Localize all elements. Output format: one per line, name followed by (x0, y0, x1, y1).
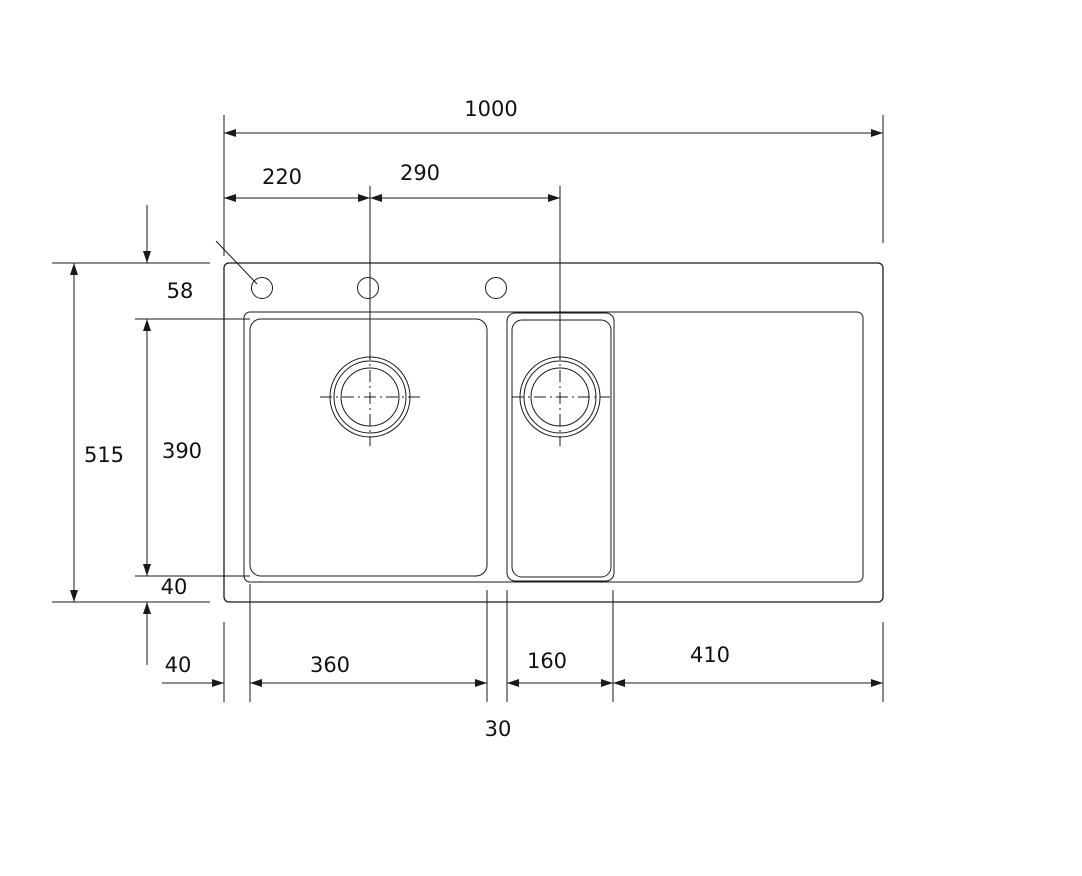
dimension-lines (70, 129, 883, 687)
label-drainer-width: 410 (690, 643, 730, 667)
tap-hole-1 (251, 277, 273, 299)
extension-lines (52, 115, 884, 702)
sink-outline (223, 262, 884, 603)
sink-inner-edge (243, 311, 864, 583)
main-bowl (249, 318, 488, 577)
label-bottom-margin: 40 (161, 575, 188, 599)
tap-hole-2 (357, 277, 379, 299)
drain-second-bowl (512, 348, 610, 446)
tap-hole-leader (215, 240, 258, 285)
dimension-labels: 1000 220 290 58 515 390 40 40 360 160 41… (84, 97, 730, 741)
label-left-margin: 40 (165, 653, 192, 677)
tap-hole-3 (485, 277, 507, 299)
label-overall-depth: 515 (84, 443, 124, 467)
second-bowl (511, 319, 612, 578)
sink-outer-edge (223, 262, 884, 603)
label-top-margin: 58 (167, 279, 194, 303)
label-second-bowl-width: 160 (527, 649, 567, 673)
tap-holes (215, 240, 507, 299)
label-main-bowl-width: 360 (310, 653, 350, 677)
label-overall-width: 1000 (464, 97, 517, 121)
label-bowl-gap: 30 (485, 717, 512, 741)
drain-main-bowl (320, 348, 420, 446)
label-tap-offset: 220 (262, 165, 302, 189)
label-drain-spacing: 290 (400, 161, 440, 185)
label-bowl-depth: 390 (162, 439, 202, 463)
